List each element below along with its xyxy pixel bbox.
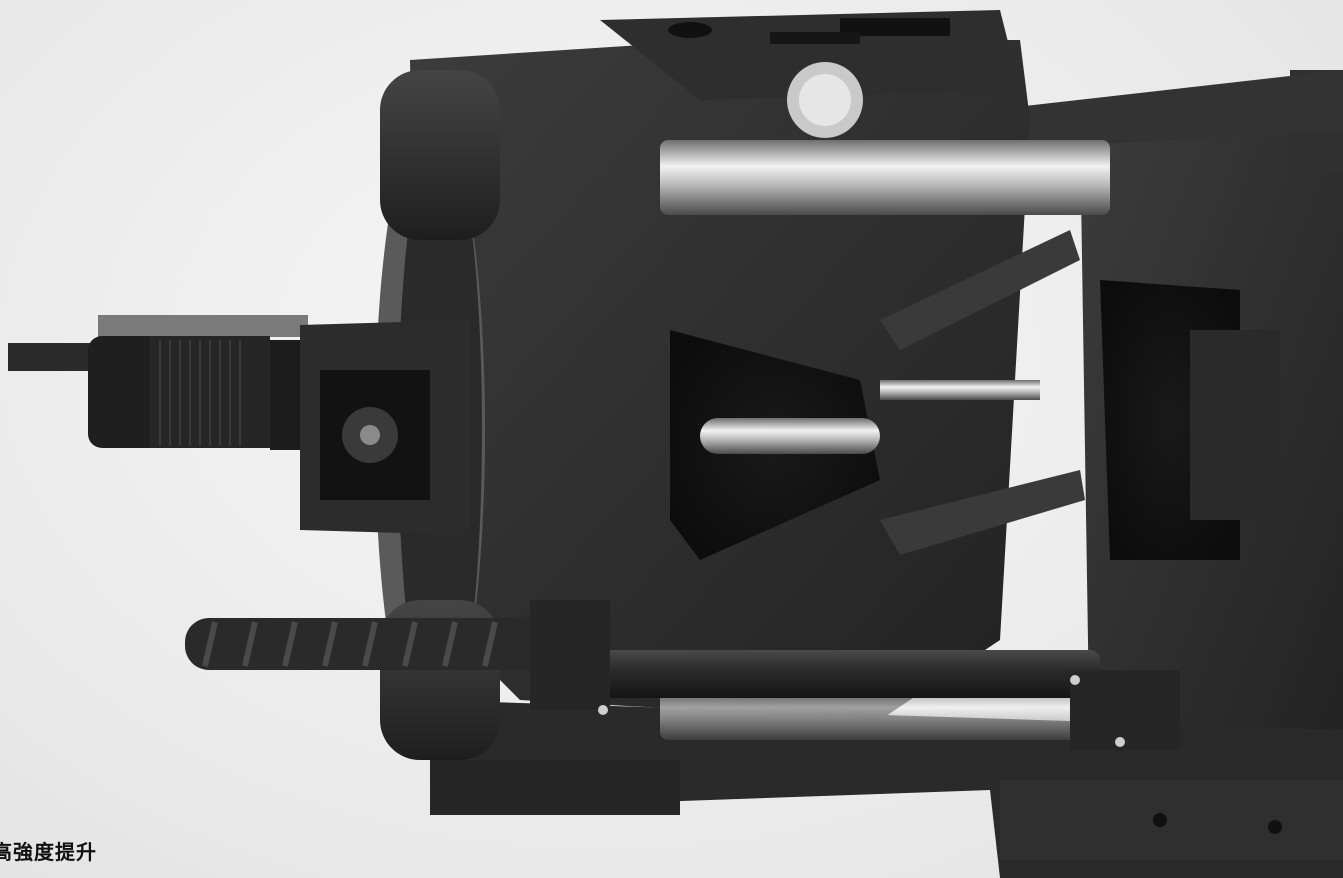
ejector-block: [1070, 670, 1180, 750]
tie-bars: [600, 140, 1110, 740]
caption-text: 高強度提升: [0, 840, 97, 864]
main-platen: [410, 10, 1085, 720]
rear-platen: [990, 70, 1343, 800]
screw-rod: [185, 600, 610, 715]
drive-motor: [8, 315, 470, 535]
